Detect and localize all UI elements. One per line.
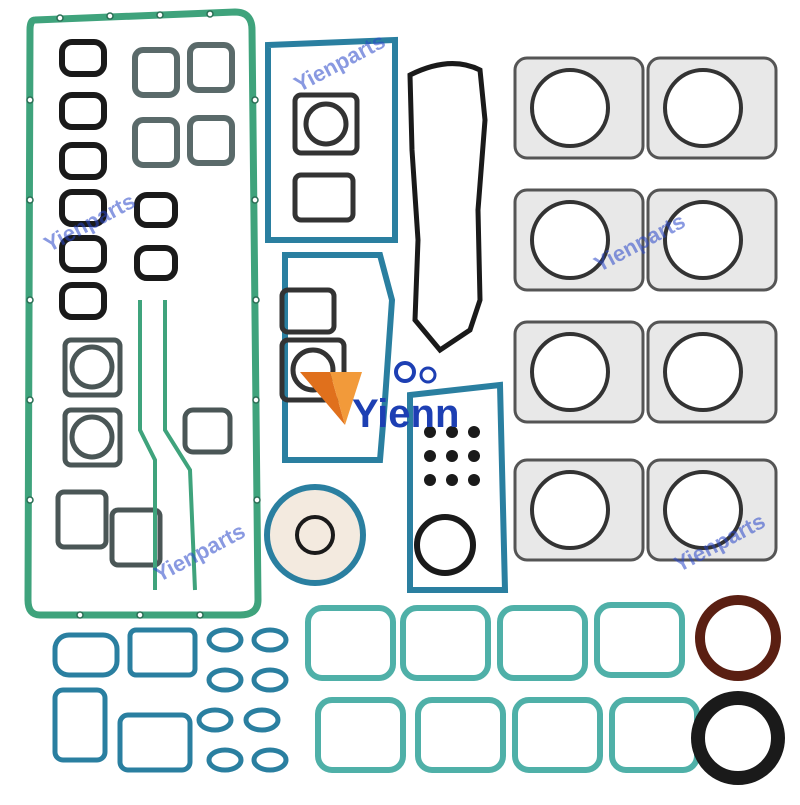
small-gaskets [52, 627, 289, 773]
valve-cover-gaskets [305, 602, 700, 773]
oil-seals [691, 595, 785, 785]
flange-gaskets [279, 92, 360, 403]
valve-cover-seal [407, 61, 488, 354]
rocker-gaskets [59, 39, 178, 320]
oil-pan-gasket [24, 8, 262, 619]
head-gasket-bores [530, 68, 743, 550]
oil-pan-bolt-holes [26, 10, 261, 619]
timing-cover-gaskets [265, 36, 509, 593]
o-rings [424, 426, 480, 486]
brand-logo-text: Yienn [352, 392, 460, 436]
brand-logo-emblem [300, 361, 437, 425]
side-strips [138, 300, 197, 591]
front-seal-plate [264, 484, 476, 586]
intake-gaskets [132, 42, 235, 168]
port-gaskets [55, 337, 233, 568]
